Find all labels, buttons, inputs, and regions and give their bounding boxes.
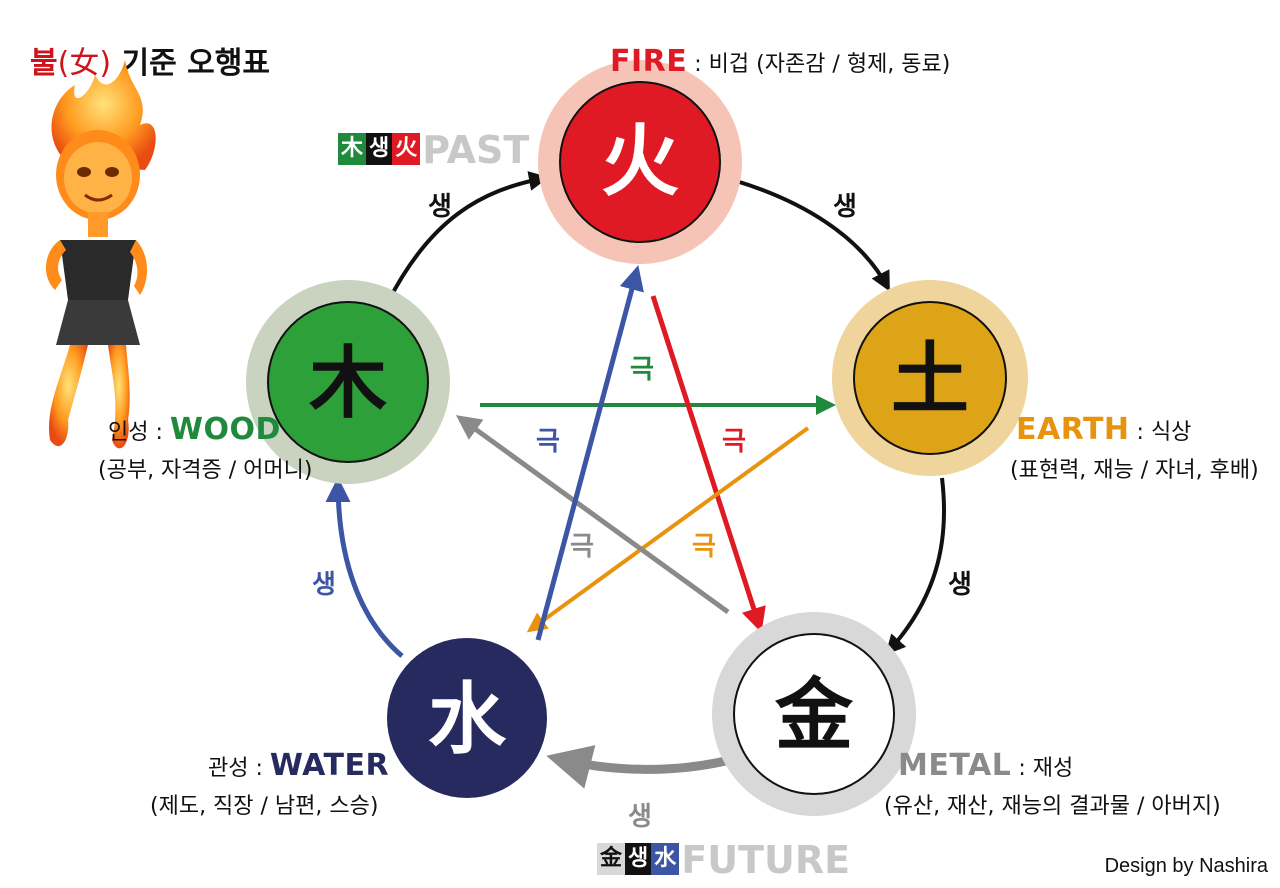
water-char: 水 xyxy=(428,675,507,765)
label-saeng-water-wood: 생 xyxy=(312,570,336,600)
node-metal: 金 xyxy=(712,612,916,816)
earth-detail: (표현력, 재능 / 자녀, 후배) xyxy=(1010,452,1259,484)
arrow-fire-to-earth xyxy=(733,180,888,288)
water-role: 관성 : xyxy=(208,756,270,781)
water-label: 관성 : WATER xyxy=(208,748,389,783)
credit-text: Design by Nashira xyxy=(1105,855,1268,878)
future-tag-metal: 金 xyxy=(597,843,625,875)
earth-name: EARTH xyxy=(1016,412,1130,447)
node-water: 水 xyxy=(387,638,547,798)
node-fire: 火 xyxy=(538,60,742,264)
earth-char: 土 xyxy=(891,335,969,425)
arrow-wood-to-fire xyxy=(388,178,545,302)
future-word: FUTURE xyxy=(681,838,850,882)
arrow-earth-to-metal xyxy=(888,478,944,652)
arrow-earth-to-water xyxy=(530,428,808,630)
metal-role: : 재성 xyxy=(1011,756,1073,781)
metal-label: METAL : 재성 xyxy=(898,748,1073,783)
future-tag-saeng: 생 xyxy=(625,843,651,875)
wood-role: 인성 : xyxy=(108,420,170,445)
metal-char: 金 xyxy=(774,671,854,761)
label-geuk-fire-metal: 극 xyxy=(722,427,746,457)
node-earth: 土 xyxy=(832,280,1028,476)
label-saeng-metal-water: 생 xyxy=(628,802,652,832)
past-tag-fire: 火 xyxy=(392,133,420,165)
earth-label: EARTH : 식상 xyxy=(1016,412,1191,447)
label-geuk-earth-water: 극 xyxy=(692,532,716,562)
fire-char: 火 xyxy=(601,117,679,207)
past-tag-saeng: 생 xyxy=(366,133,392,165)
arrow-fire-to-metal xyxy=(653,296,760,628)
arrow-metal-to-water xyxy=(555,756,745,769)
label-geuk-water-fire: 극 xyxy=(536,427,560,457)
wood-char: 木 xyxy=(309,339,387,429)
wood-label: 인성 : WOOD xyxy=(108,412,281,447)
past-tag-wood: 木 xyxy=(338,133,366,165)
label-saeng-wood-fire: 생 xyxy=(428,192,452,222)
label-geuk-metal-wood: 극 xyxy=(570,532,594,562)
label-geuk-wood-earth: 극 xyxy=(630,355,654,385)
future-tag-water: 水 xyxy=(651,843,679,875)
metal-detail: (유산, 재산, 재능의 결과물 / 아버지) xyxy=(884,788,1221,820)
past-word: PAST xyxy=(422,128,529,172)
label-saeng-earth-metal: 생 xyxy=(948,570,972,600)
water-detail: (제도, 직장 / 남편, 스승) xyxy=(150,788,378,820)
fire-role: : 비겁 (자존감 / 형제, 동료) xyxy=(687,52,950,77)
fire-label: FIRE : 비겁 (자존감 / 형제, 동료) xyxy=(610,44,950,79)
fire-character-illustration xyxy=(46,60,156,448)
metal-name: METAL xyxy=(898,748,1011,783)
water-name: WATER xyxy=(270,748,389,783)
wood-name: WOOD xyxy=(170,412,281,447)
fire-name: FIRE xyxy=(610,44,687,79)
label-saeng-fire-earth: 생 xyxy=(833,192,857,222)
arrow-water-to-wood xyxy=(338,482,402,656)
earth-role: : 식상 xyxy=(1130,420,1192,445)
wood-detail: (공부, 자격증 / 어머니) xyxy=(98,452,312,484)
